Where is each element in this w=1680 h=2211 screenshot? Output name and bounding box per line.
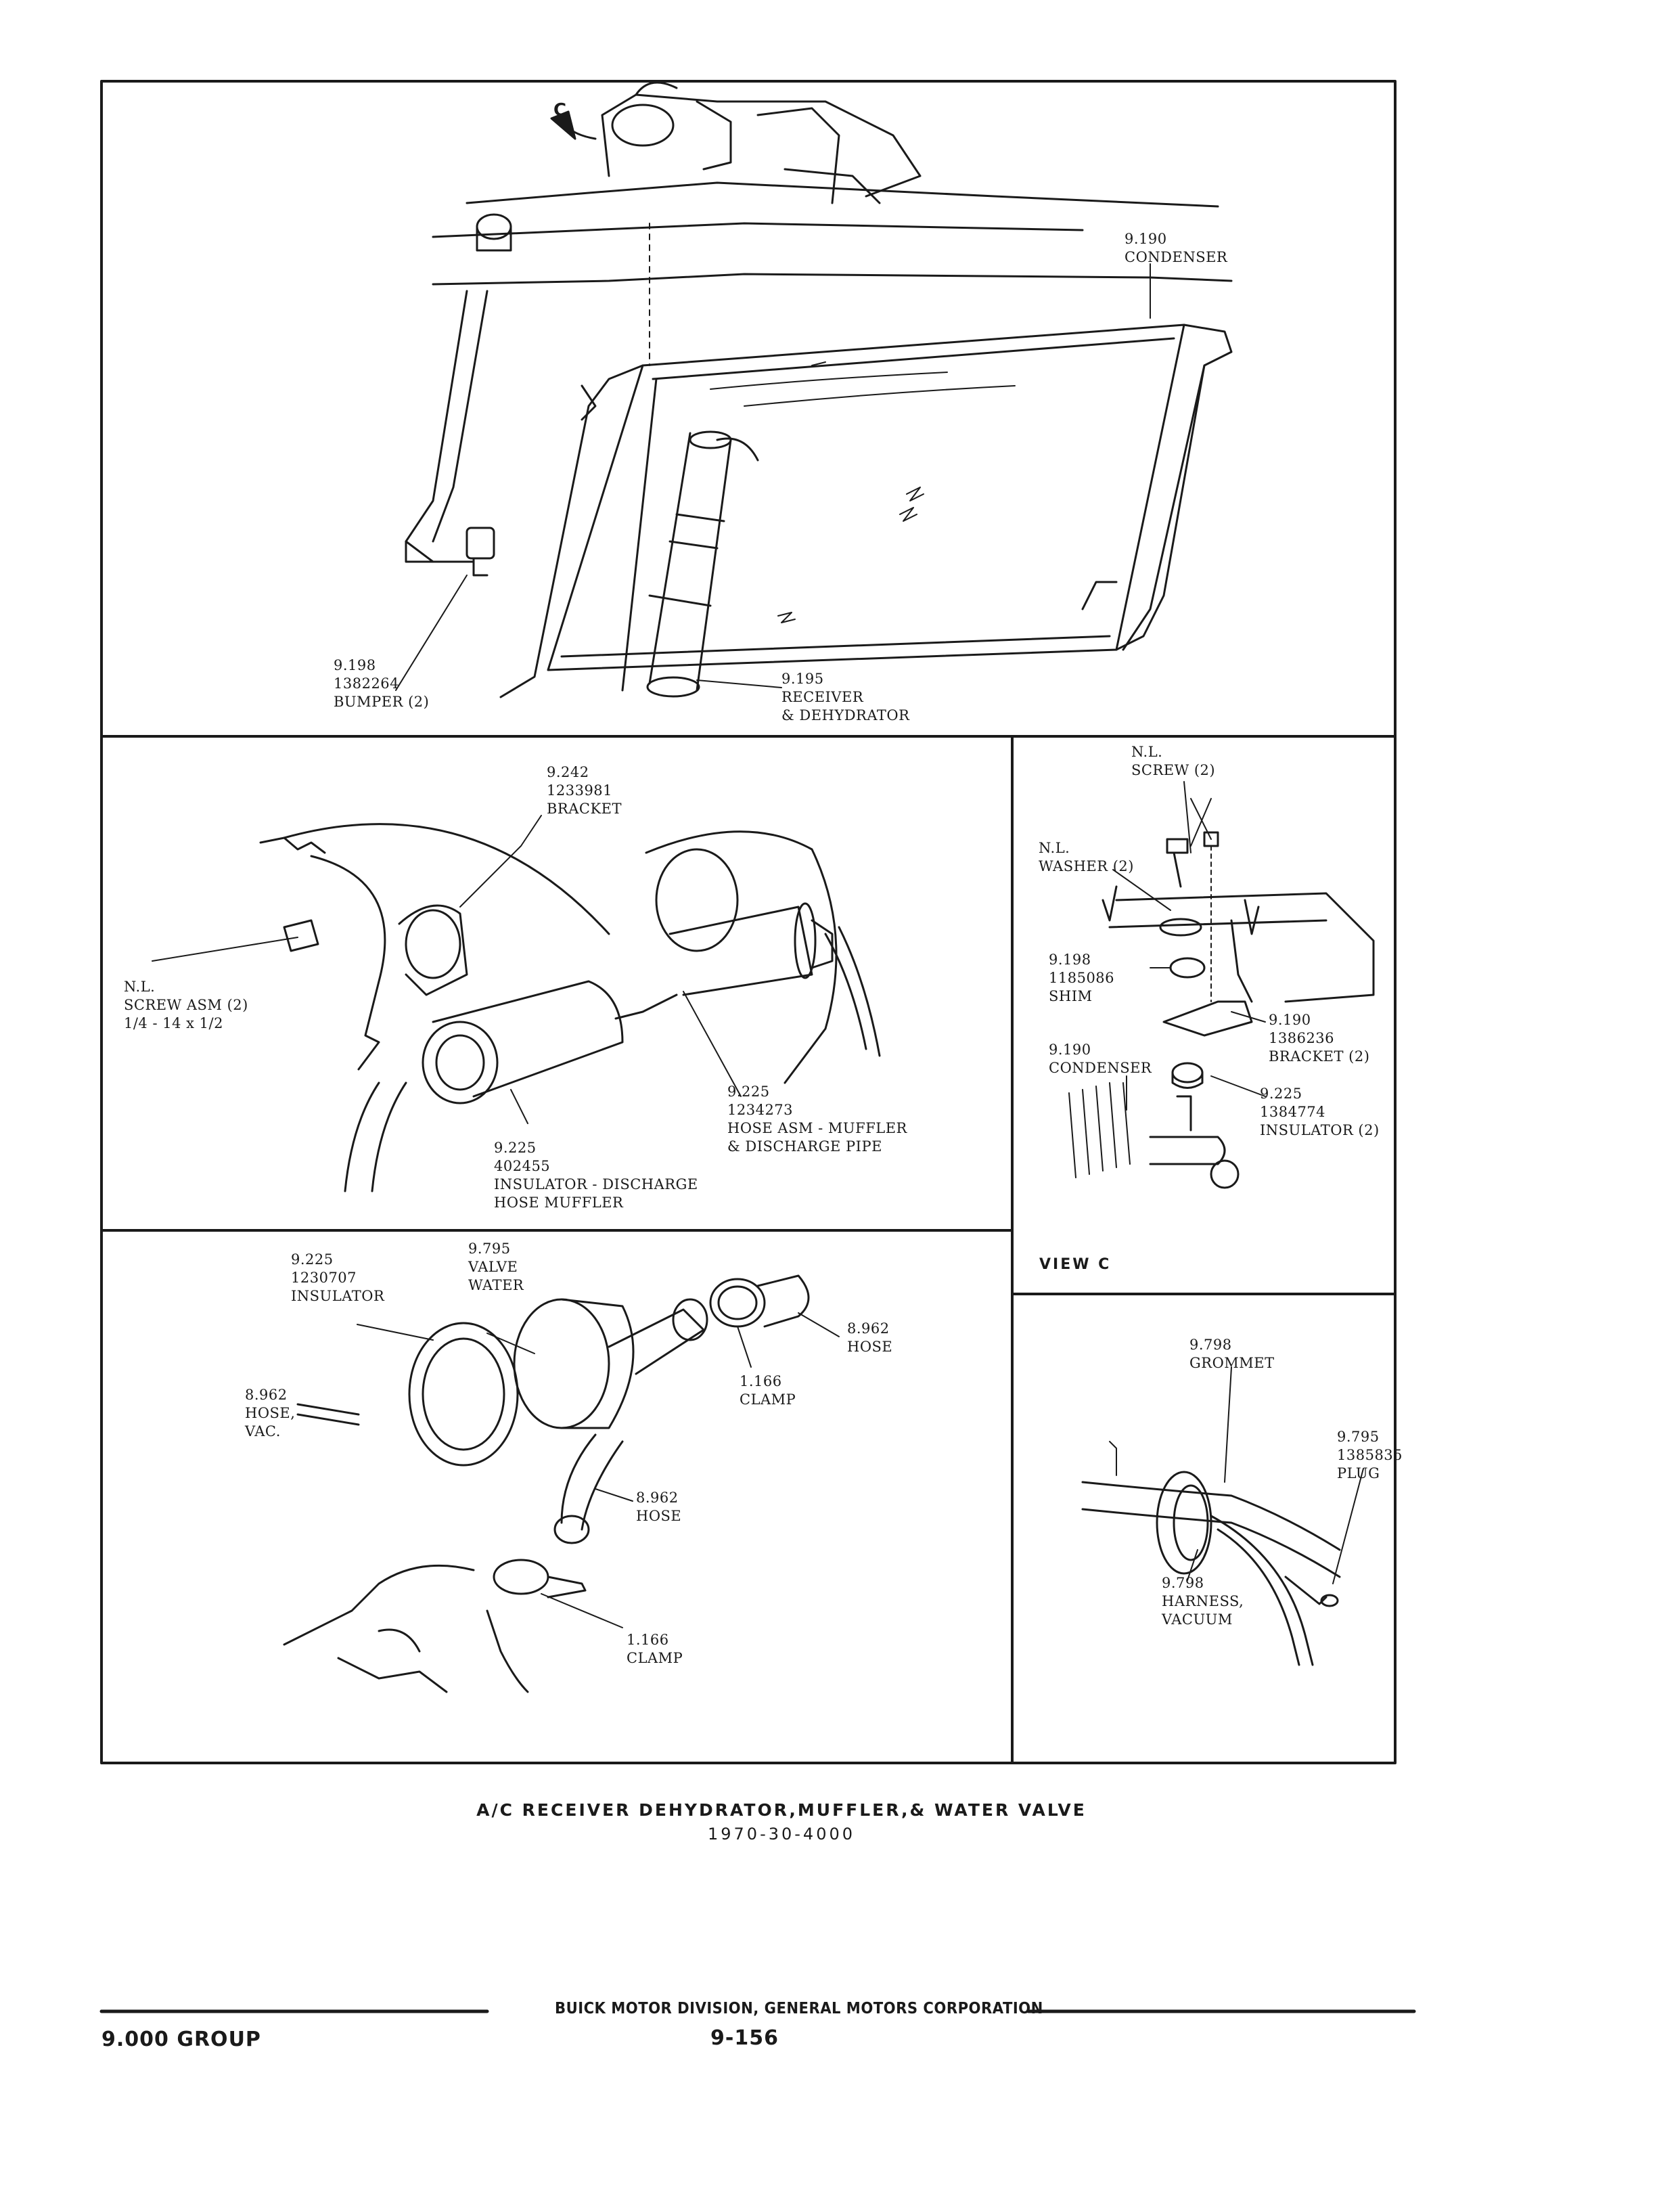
label-hose-mid: 8.962 HOSE: [636, 1490, 682, 1524]
view-c-drawing: [1068, 781, 1375, 1189]
label-grommet: 9.798 GROMMET: [1189, 1337, 1275, 1371]
label-view-c-bracket: 9.190 1386236 BRACKET (2): [1269, 1012, 1370, 1065]
condenser-assembly-drawing: [395, 81, 1233, 698]
label-bracket-242: 9.242 1233981 BRACKET: [547, 764, 622, 817]
footer-page-number: 9-156: [710, 2026, 779, 2050]
label-clamp-bottom: 1.166 CLAMP: [627, 1632, 683, 1666]
label-clamp-top: 1.166 CLAMP: [740, 1373, 796, 1408]
view-c-callout-arrow: [550, 110, 597, 140]
label-insulator-1230707: 9.225 1230707 INSULATOR: [291, 1251, 385, 1304]
label-condenser-top: 9.190 CONDENSER: [1125, 231, 1228, 265]
figure-caption-title: A/C RECEIVER DEHYDRATOR,MUFFLER,& WATER …: [476, 1800, 1087, 1820]
label-view-c-screw: N.L. SCREW (2): [1131, 744, 1216, 778]
footer-group: 9.000 GROUP: [101, 2028, 261, 2051]
label-hose-vac: 8.962 HOSE, VAC.: [245, 1387, 296, 1439]
label-insulator-discharge: 9.225 402455 INSULATOR - DISCHARGE HOSE …: [494, 1140, 698, 1211]
water-valve-drawing: [283, 1274, 840, 1693]
muffler-drawing: [152, 815, 881, 1192]
label-hose-top: 8.962 HOSE: [847, 1320, 893, 1355]
panel-frame: [100, 80, 1397, 1764]
label-screw-asm: N.L. SCREW ASM (2) 1/4 - 14 x 1/2: [124, 979, 248, 1031]
figure-caption-code: 1970-30-4000: [707, 1825, 855, 1844]
footer-corporation: BUICK MOTOR DIVISION, GENERAL MOTORS COR…: [555, 2000, 1043, 2017]
label-receiver-dehydrator: 9.195 RECEIVER & DEHYDRATOR: [781, 671, 910, 723]
label-view-c-insulator: 9.225 1384774 INSULATOR (2): [1260, 1086, 1380, 1138]
callout-c-letter: C: [553, 100, 567, 120]
label-view-c-condenser: 9.190 CONDENSER: [1049, 1042, 1152, 1076]
label-plug: 9.795 1385835 PLUG: [1337, 1429, 1403, 1481]
view-c-title: VIEW C: [1039, 1256, 1112, 1273]
label-hose-asm-muffler: 9.225 1234273 HOSE ASM - MUFFLER & DISCH…: [727, 1084, 907, 1155]
label-view-c-washer: N.L. WASHER (2): [1039, 840, 1134, 874]
label-harness-vacuum: 9.798 HARNESS, VACUUM: [1162, 1575, 1244, 1628]
label-bumper: 9.198 1382264 BUMPER (2): [334, 657, 430, 710]
label-valve-water: 9.795 VALVE WATER: [468, 1241, 524, 1293]
grommet-drawing: [1081, 1366, 1364, 1666]
label-view-c-shim: 9.198 1185086 SHIM: [1049, 952, 1115, 1004]
